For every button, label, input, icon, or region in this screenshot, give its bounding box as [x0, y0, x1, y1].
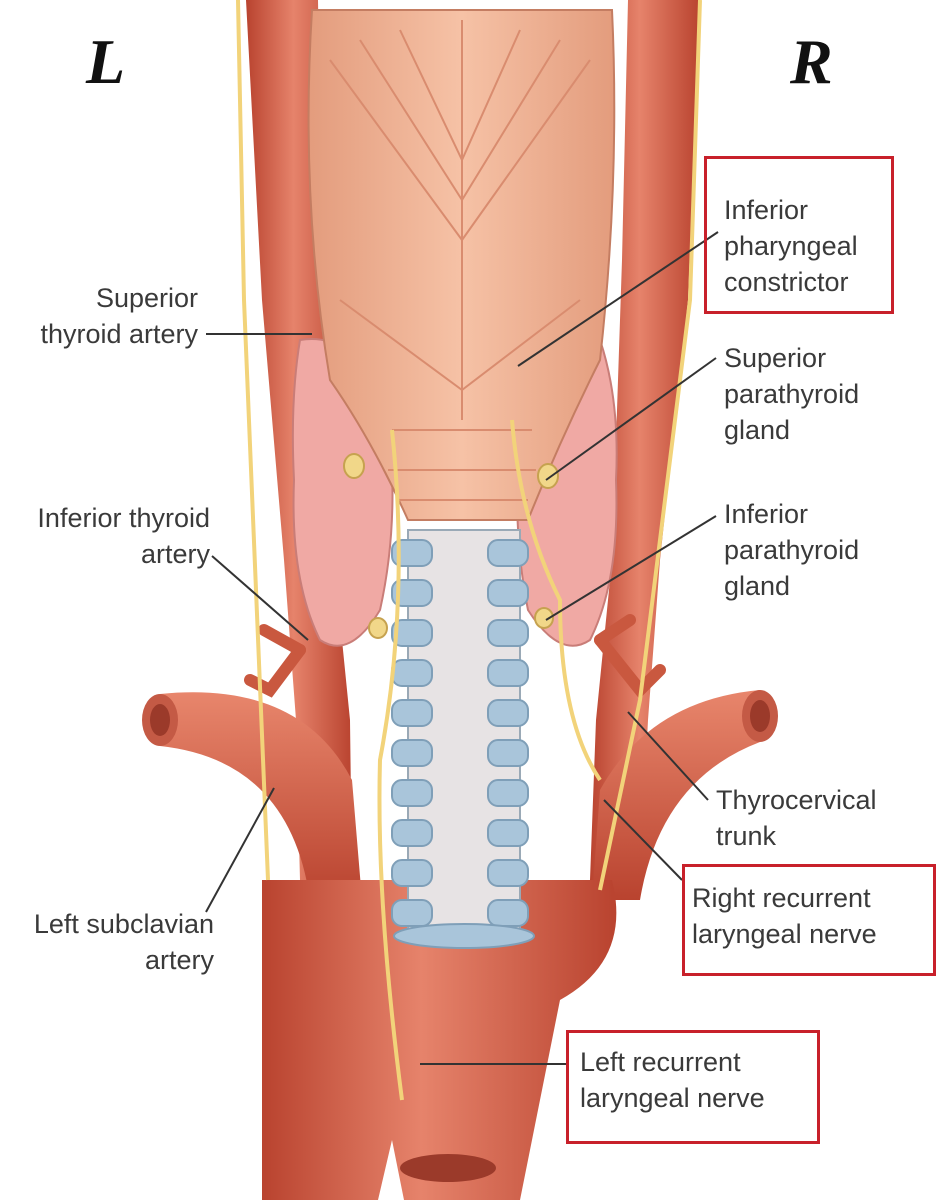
highlight-box-left-recurrent-laryngeal-nerve: [566, 1030, 820, 1144]
left-side-marker: L: [86, 26, 126, 97]
label-inferior-parathyroid-gland: Inferior parathyroid gland: [724, 499, 860, 601]
leader-lines: [205, 231, 719, 1065]
aorta: [262, 880, 617, 1200]
label-right-recurrent-laryngeal-nerve: Right recurrent laryngeal nerve: [692, 883, 877, 949]
nerves: [236, 0, 702, 1101]
highlight-box-inferior-pharyngeal-constrictor: [704, 156, 894, 314]
highlight-box-right-recurrent-laryngeal-nerve: [682, 864, 936, 976]
label-thyrocervical-trunk: Thyrocervical trunk: [716, 785, 877, 851]
trachea: [391, 529, 535, 949]
label-superior-parathyroid-gland: Superior parathyroid gland: [724, 343, 860, 445]
right-side-marker: R: [790, 26, 833, 97]
parathyroid-glands: [343, 453, 559, 639]
label-left-subclavian-artery: Left subclavian artery: [33, 909, 214, 975]
subclavian-arteries: [142, 690, 778, 900]
label-superior-thyroid-artery: Superior thyroid artery: [40, 283, 198, 349]
label-inferior-thyroid-artery: Inferior thyroid artery: [37, 503, 210, 569]
label-inferior-pharyngeal-constrictor: Inferior pharyngeal constrictor: [724, 195, 858, 297]
label-left-recurrent-laryngeal-nerve: Left recurrent laryngeal nerve: [580, 1047, 765, 1113]
